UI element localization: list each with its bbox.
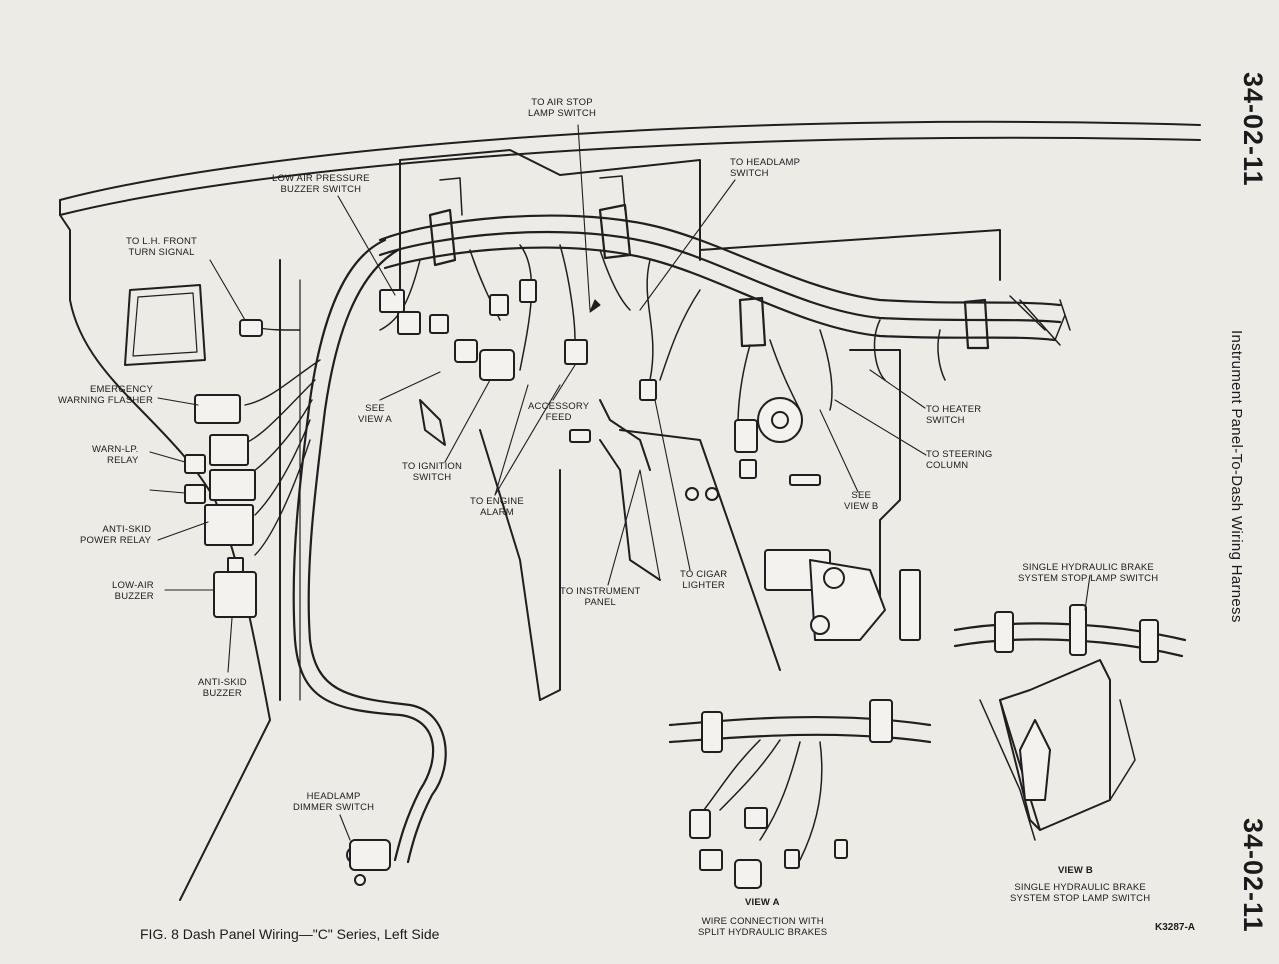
section-title: Instrument Panel-To-Dash Wiring Harness (1228, 330, 1245, 623)
view-a-inset (668, 699, 932, 889)
page-number-bottom: 34-02-11 (1238, 818, 1268, 933)
page-number-top: 34-02-11 (1238, 72, 1268, 187)
electrical-components (184, 279, 921, 886)
figure-caption: FIG. 8 Dash Panel Wiring—"C" Series, Lef… (140, 926, 440, 942)
dash-panel-outline (59, 120, 1201, 901)
view-b-title: VIEW B (1058, 865, 1093, 876)
view-b-inset (953, 574, 1187, 841)
figure-code: K3287-A (1155, 922, 1196, 933)
label-warn-lp-relay: WARN-LP.RELAY (92, 444, 139, 466)
view-a-title: VIEW A (745, 897, 780, 908)
main-wiring-harness (239, 175, 1071, 864)
leader-lines (149, 124, 927, 841)
